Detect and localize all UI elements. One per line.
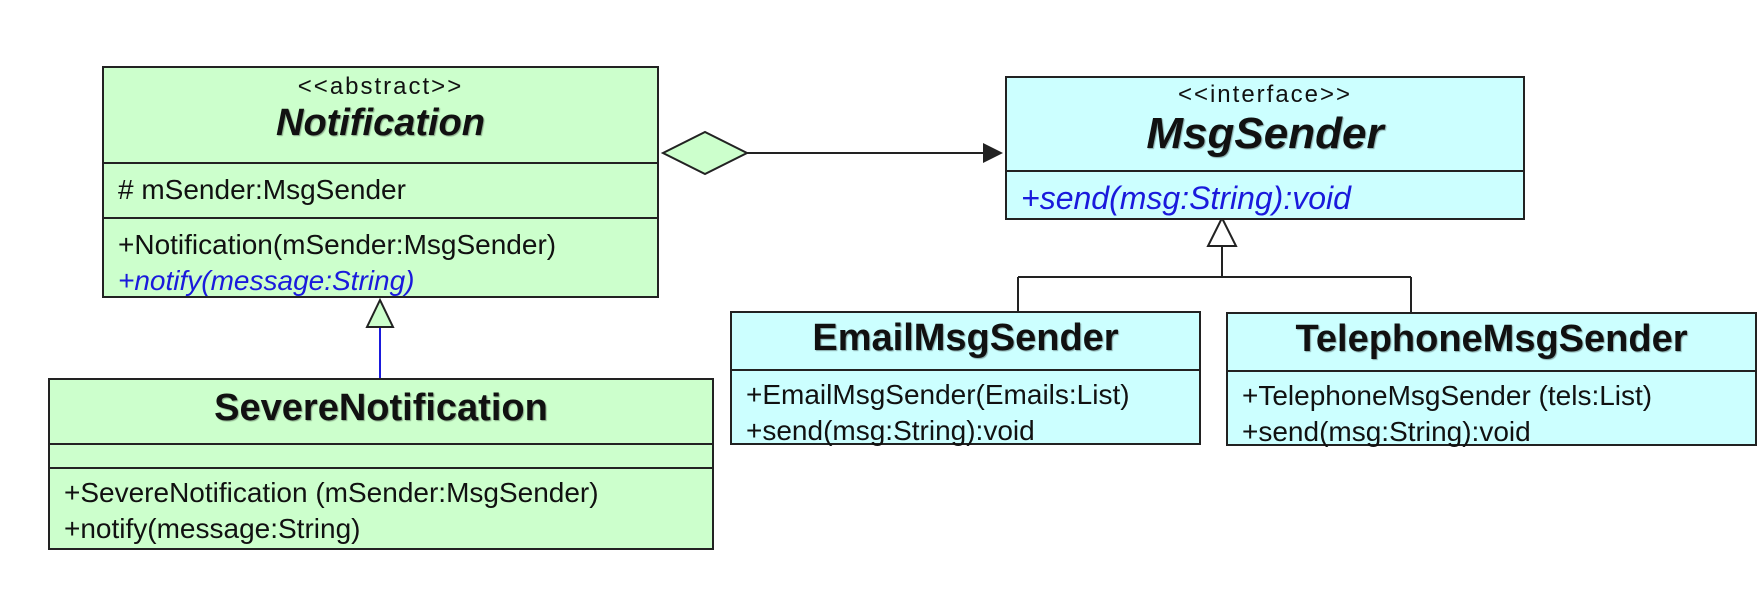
class-header: SevereNotification [50,380,712,443]
attribute-msender: # mSender:MsgSender [118,174,406,205]
class-telephone-msg-sender[interactable]: TelephoneMsgSender +TelephoneMsgSender (… [1226,312,1757,447]
operation-notify: +notify(message:String) [118,265,415,296]
operation-compartment: +send(msg:String):void [1007,170,1523,220]
class-name: EmailMsgSender [812,317,1119,359]
aggregation-arrowhead [983,143,1003,163]
class-email-msg-sender[interactable]: EmailMsgSender +EmailMsgSender(Emails:Li… [730,311,1201,446]
attribute-compartment [50,443,712,467]
constructor-email-msg-sender: +EmailMsgSender(Emails:List) [746,379,1130,410]
class-notification[interactable]: <<abstract>> Notification # mSender:MsgS… [102,66,659,298]
constructor-severe-notification: +SevereNotification (mSender:MsgSender) [64,477,599,508]
operation-compartment: +Notification(mSender:MsgSender) +notify… [104,217,657,303]
operation-send: +send(msg:String):void [1242,416,1531,447]
class-name: TelephoneMsgSender [1295,318,1688,360]
stereotype-label: <<interface>> [1177,81,1353,108]
class-header: TelephoneMsgSender [1228,314,1755,370]
operation-send: +send(msg:String):void [1021,180,1351,216]
class-msg-sender[interactable]: <<interface>> MsgSender +send(msg:String… [1005,76,1525,220]
stereotype-label: <<abstract>> [297,73,464,100]
operation-notify: +notify(message:String) [64,513,361,544]
class-name: Notification [276,102,485,144]
class-name: SevereNotification [214,387,548,429]
constructor-notification: +Notification(mSender:MsgSender) [118,229,557,260]
class-header: EmailMsgSender [732,313,1199,369]
aggregation-diamond [660,130,750,176]
inheritance-arrowhead [365,297,395,328]
class-name: MsgSender [1146,109,1384,158]
operation-send: +send(msg:String):void [746,415,1035,446]
operation-compartment: +EmailMsgSender(Emails:List) +send(msg:S… [732,369,1199,453]
operation-compartment: +SevereNotification (mSender:MsgSender) … [50,467,712,551]
class-header: <<interface>> MsgSender [1007,78,1523,170]
attribute-compartment: # mSender:MsgSender [104,162,657,217]
realization-arrowhead [1206,215,1238,247]
operation-compartment: +TelephoneMsgSender (tels:List) +send(ms… [1228,370,1755,454]
class-severe-notification[interactable]: SevereNotification +SevereNotification (… [48,378,714,550]
class-header: <<abstract>> Notification [104,68,657,162]
constructor-telephone-msg-sender: +TelephoneMsgSender (tels:List) [1242,380,1653,411]
